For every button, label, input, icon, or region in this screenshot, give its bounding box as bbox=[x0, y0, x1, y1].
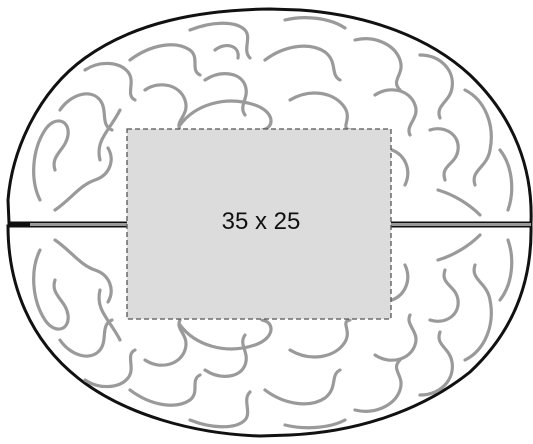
region-label: 35 x 25 bbox=[222, 208, 301, 235]
